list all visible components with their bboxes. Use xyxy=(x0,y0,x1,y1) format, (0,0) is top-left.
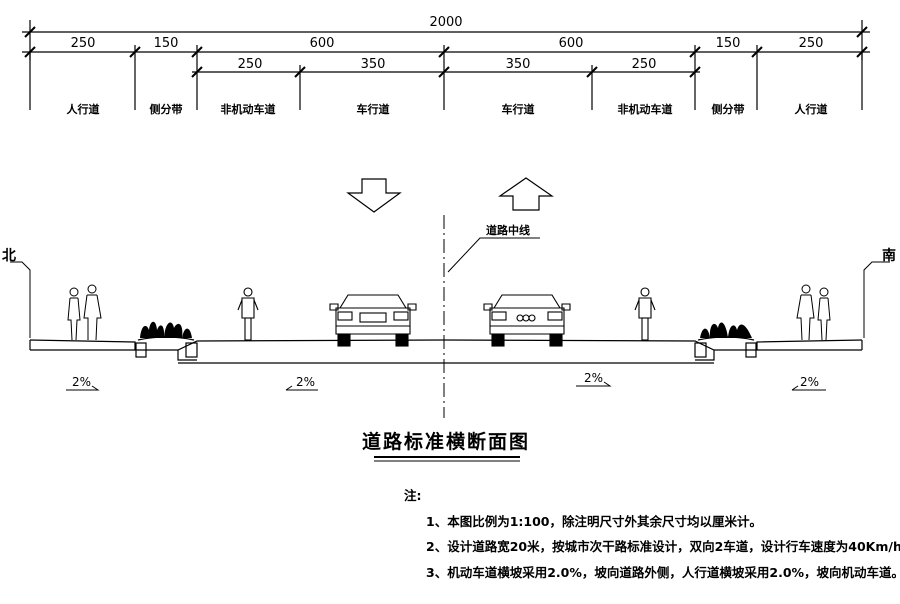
slope-label: 2% xyxy=(800,375,819,389)
centerline-label: 道路中线 xyxy=(486,223,530,237)
dimension-chain xyxy=(22,20,870,110)
centerline-leader xyxy=(447,237,540,273)
dim-half-left: 600 xyxy=(310,36,335,51)
cyclist-left-icon xyxy=(237,287,259,341)
zone-label: 车行道 xyxy=(502,102,535,116)
dim-sidewalk-left: 250 xyxy=(71,36,96,51)
pedestrians-left-icon xyxy=(67,284,102,341)
note-item-2: 2、设计道路宽20米，按城市次干路标准设计，双向2车道，设计行车速度为40Km/… xyxy=(426,539,900,554)
dim-median-left: 150 xyxy=(154,36,179,51)
south-leader xyxy=(863,261,890,338)
dim-bike-left: 250 xyxy=(238,57,263,72)
car-right-icon xyxy=(483,294,571,347)
dim-bike-right: 250 xyxy=(632,57,657,72)
note-item-1: 1、本图比例为1:100，除注明尺寸外其余尺寸均以厘米计。 xyxy=(426,514,762,529)
dim-total: 2000 xyxy=(429,15,462,30)
direction-north: 北 xyxy=(2,248,16,264)
road-profile xyxy=(29,336,863,364)
zone-label: 非机动车道 xyxy=(221,102,276,116)
note-item-3: 3、机动车道横坡采用2.0%，坡向道路外侧，人行道横坡采用2.0%，坡向机动车道… xyxy=(426,565,900,580)
arrow-up-icon xyxy=(498,177,554,211)
notes-heading: 注: xyxy=(404,488,422,503)
zone-label: 人行道 xyxy=(795,102,828,116)
slope-label: 2% xyxy=(296,375,315,389)
drawing-title: 道路标准横断面图 xyxy=(362,430,530,453)
dim-sidewalk-right: 250 xyxy=(799,36,824,51)
north-leader xyxy=(10,261,31,338)
direction-south: 南 xyxy=(882,247,896,264)
pedestrians-right-icon xyxy=(796,284,831,341)
zone-label: 车行道 xyxy=(357,102,390,116)
dim-median-right: 150 xyxy=(716,36,741,51)
zone-label: 侧分带 xyxy=(150,102,183,116)
slope-arrows xyxy=(66,381,826,391)
zone-label: 非机动车道 xyxy=(618,102,673,116)
dim-lane-right: 350 xyxy=(506,57,531,72)
median-plants-left-icon xyxy=(140,321,192,338)
zone-label: 人行道 xyxy=(67,102,100,116)
arrow-down-icon xyxy=(346,178,402,213)
zone-label: 侧分带 xyxy=(712,102,745,116)
car-left-icon xyxy=(329,294,417,347)
median-plants-right-icon xyxy=(700,322,752,338)
dim-lane-left: 350 xyxy=(361,57,386,72)
slope-label: 2% xyxy=(584,371,603,385)
cyclist-right-icon xyxy=(634,287,656,341)
dim-half-right: 600 xyxy=(559,36,584,51)
slope-label: 2% xyxy=(72,375,91,389)
